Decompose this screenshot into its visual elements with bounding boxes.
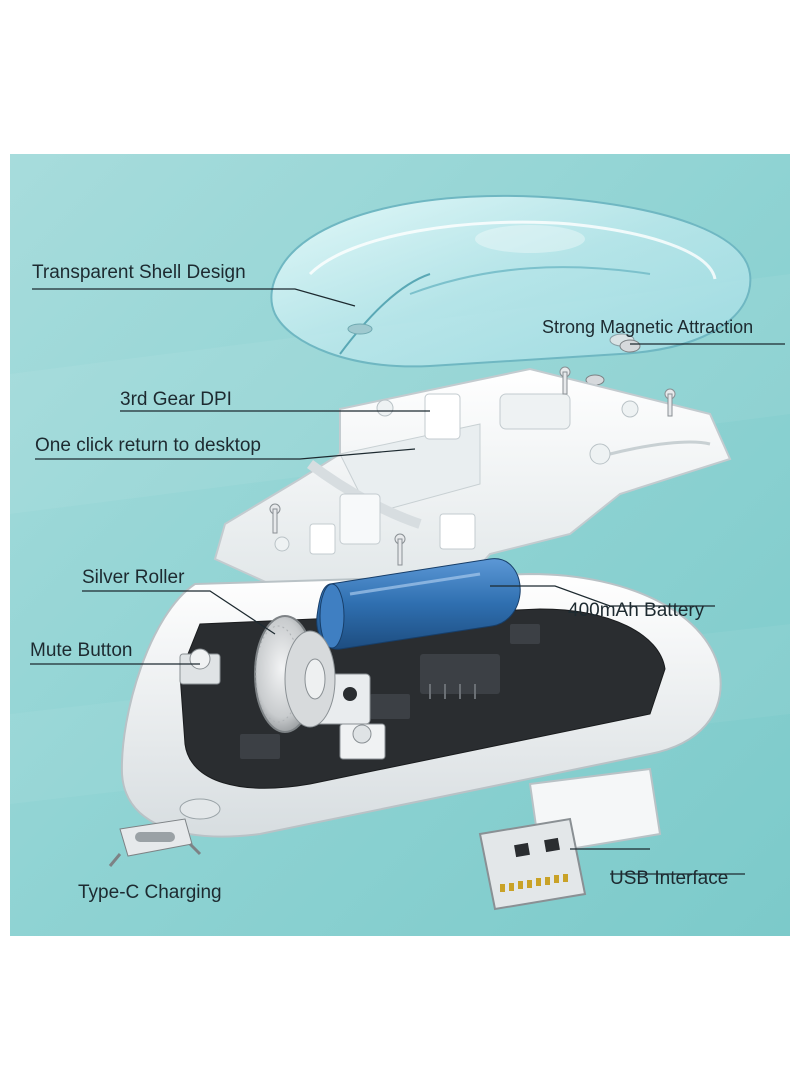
- label-return-desktop: One click return to desktop: [35, 435, 261, 456]
- label-transparent-shell: Transparent Shell Design: [32, 262, 246, 283]
- label-magnetic-attraction: Strong Magnetic Attraction: [542, 317, 754, 337]
- label-silver-roller: Silver Roller: [82, 567, 185, 588]
- silver-roller: [254, 615, 336, 733]
- type-c-connector: [108, 818, 202, 867]
- label-dpi: 3rd Gear DPI: [120, 389, 232, 410]
- label-mute-button: Mute Button: [30, 640, 133, 661]
- product-diagram: Transparent Shell Design Strong Magnetic…: [10, 154, 790, 936]
- mouse-exploded-view: [10, 154, 790, 936]
- transparent-shell: [270, 194, 752, 368]
- label-battery: 400mAh Battery: [568, 600, 705, 621]
- label-usb-interface: USB Interface: [610, 868, 729, 889]
- leader-lines: [30, 288, 785, 875]
- usb-receiver: [478, 767, 662, 911]
- label-type-c: Type-C Charging: [78, 882, 222, 903]
- battery: [316, 558, 521, 650]
